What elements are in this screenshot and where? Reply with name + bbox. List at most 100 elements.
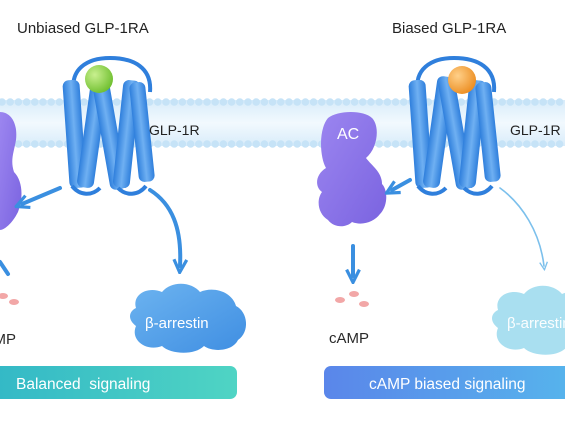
lipid-head-bottom	[514, 140, 523, 148]
left-balanced-signaling-banner: Balanced signaling	[0, 366, 237, 399]
right-camp-biased-signaling-banner: cAMP biased signaling	[324, 366, 565, 399]
lipid-head-top	[260, 98, 269, 106]
lipid-head-bottom	[277, 140, 285, 148]
right-arrestin-label: β-arrestin	[507, 315, 565, 332]
right-arrow-to-ac	[392, 178, 412, 190]
lipid-head-top	[301, 98, 310, 106]
lipid-head-top	[498, 98, 507, 106]
lipid-head-top	[236, 98, 244, 106]
lipid-head-top	[547, 98, 556, 106]
lipid-head-top	[318, 98, 326, 106]
right-adenylyl-cyclase	[317, 112, 387, 227]
lipid-head-top	[31, 98, 39, 106]
lipid-head-top	[555, 98, 564, 106]
lipid-head-top	[293, 98, 302, 106]
left-beta-arrestin	[130, 283, 247, 353]
lipid-head-bottom	[309, 140, 318, 148]
lipid-head-bottom	[31, 140, 39, 148]
lipid-head-bottom	[260, 140, 269, 148]
right-arrow-to-arrestin	[499, 187, 544, 266]
lipid-head-bottom	[195, 140, 203, 148]
lipid-head-top	[523, 98, 531, 106]
lipid-head-bottom	[244, 140, 252, 148]
lipid-head-bottom	[523, 140, 531, 148]
lipid-head-bottom	[539, 140, 547, 148]
left-arrow-to-arrestin	[148, 188, 180, 266]
left-panel: Unbiased GLP-1RA GLP-1R	[0, 20, 247, 399]
lipid-head-bottom	[375, 140, 384, 148]
lipid-head-bottom	[252, 140, 260, 148]
lipid-head-bottom	[203, 140, 211, 148]
lipid-head-bottom	[547, 140, 556, 148]
lipid-head-top	[0, 98, 6, 106]
lipid-head-top	[22, 98, 31, 106]
lipid-head-top	[145, 98, 154, 106]
lipid-head-top	[277, 98, 285, 106]
lipid-head-bottom	[47, 140, 55, 148]
lipid-head-bottom	[227, 140, 236, 148]
lipid-head-top	[391, 98, 400, 106]
lipid-head-top	[268, 98, 277, 106]
lipid-head-top	[457, 98, 466, 106]
right-panel-title: Biased GLP-1RA	[392, 20, 506, 37]
right-ligand-biased-agonist	[448, 66, 476, 94]
lipid-head-bottom	[400, 140, 408, 148]
left-glp1r-receptor	[62, 55, 155, 196]
lipid-head-top	[334, 98, 343, 106]
left-panel-title: Unbiased GLP-1RA	[17, 20, 149, 37]
right-ac-label: AC	[337, 126, 359, 143]
lipid-head-bottom	[39, 140, 47, 148]
lipid-head-top	[375, 98, 384, 106]
lipid-head-bottom	[498, 140, 507, 148]
lipid-head-top	[80, 98, 88, 106]
lipid-head-bottom	[506, 140, 515, 148]
left-camp-label: cAMP	[0, 331, 16, 348]
lipid-head-bottom	[14, 140, 23, 148]
left-arrow-to-ac	[22, 186, 62, 204]
lipid-head-bottom	[555, 140, 564, 148]
lipid-head-top	[203, 98, 211, 106]
lipid-head-bottom	[268, 140, 277, 148]
lipid-head-top	[531, 98, 539, 106]
lipid-head-bottom	[293, 140, 302, 148]
lipid-head-top	[252, 98, 260, 106]
lipid-head-bottom	[531, 140, 539, 148]
lipid-head-top	[113, 98, 121, 106]
right-camp-label: cAMP	[329, 330, 369, 347]
lipid-head-bottom	[236, 140, 244, 148]
right-panel: Biased GLP-1RA AC GLP-1R	[317, 20, 565, 399]
lipid-head-top	[55, 98, 64, 106]
lipid-head-top	[244, 98, 252, 106]
lipid-head-top	[219, 98, 228, 106]
lipid-head-top	[14, 98, 23, 106]
lipid-head-top	[6, 98, 14, 106]
lipid-head-top	[359, 98, 367, 106]
lipid-head-top	[539, 98, 547, 106]
lipid-head-top	[506, 98, 515, 106]
lipid-head-top	[39, 98, 47, 106]
left-camp-dots	[0, 293, 19, 305]
lipid-head-bottom	[301, 140, 310, 148]
right-beta-arrestin-faded	[492, 285, 565, 355]
lipid-head-bottom	[22, 140, 31, 148]
left-arrow-to-camp	[0, 260, 10, 276]
lipid-head-top	[309, 98, 318, 106]
lipid-head-top	[154, 98, 162, 106]
lipid-head-bottom	[383, 140, 392, 148]
lipid-head-bottom	[285, 140, 293, 148]
lipid-head-top	[178, 98, 187, 106]
lipid-head-top	[383, 98, 392, 106]
lipid-head-top	[47, 98, 55, 106]
lipid-head-bottom	[186, 140, 195, 148]
lipid-head-bottom	[55, 140, 64, 148]
left-ligand-unbiased-agonist	[85, 65, 113, 93]
lipid-head-top	[227, 98, 236, 106]
lipid-head-top	[367, 98, 375, 106]
lipid-head-top	[211, 98, 219, 106]
lipid-head-bottom	[178, 140, 187, 148]
lipid-head-bottom	[211, 140, 219, 148]
right-receptor-label: GLP-1R	[510, 122, 561, 138]
lipid-head-top	[350, 98, 359, 106]
